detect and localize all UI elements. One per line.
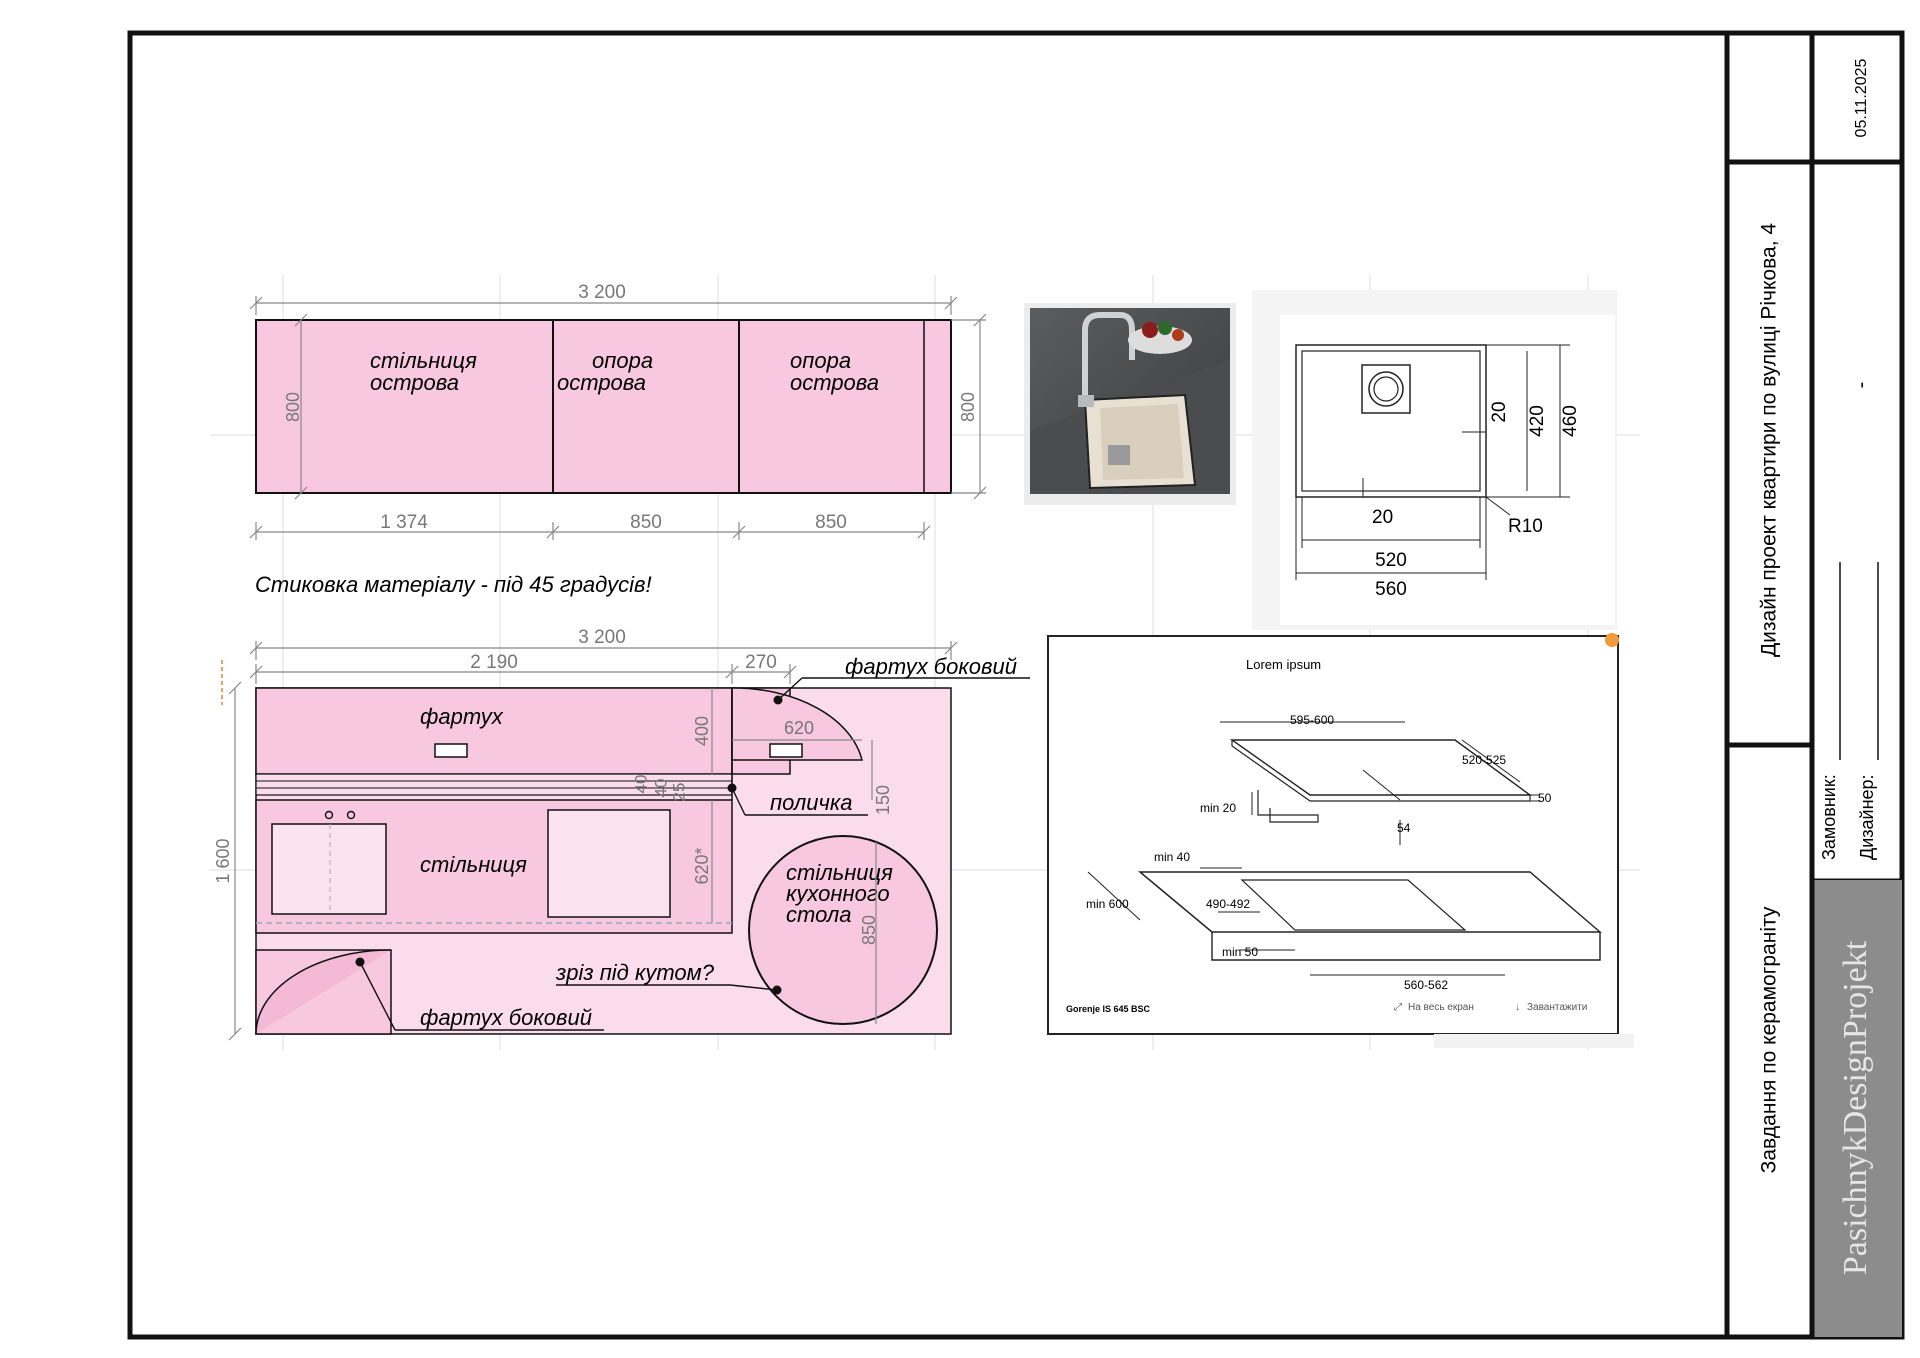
island-seg3-width: 850 <box>815 512 847 533</box>
hob-dim-560: 560-562 <box>1404 978 1448 992</box>
dash-text: - <box>1850 382 1872 389</box>
brand-panel <box>1812 880 1902 1337</box>
sink-cutout <box>271 823 387 915</box>
shelf-dim-2: 40 <box>651 779 670 798</box>
apron-height: 400 <box>692 716 712 746</box>
sink-dim-520: 520 <box>1375 550 1407 571</box>
island-depth-left: 800 <box>283 392 303 422</box>
table-diameter: 850 <box>859 915 879 945</box>
sink-dim-20a: 20 <box>1489 401 1510 422</box>
island-width-dim <box>249 296 958 315</box>
island-seg2-width: 850 <box>630 512 662 533</box>
socket-side <box>769 743 803 758</box>
sink-radius: R10 <box>1508 516 1543 537</box>
table-label1: стільниця <box>786 860 893 885</box>
hob-dim-min20: min 20 <box>1200 801 1236 815</box>
island-slab <box>255 319 952 494</box>
island-plan: стільниця острова опора острова опора ос… <box>249 282 987 540</box>
sheet-frame <box>127 30 1905 1340</box>
sink-photo <box>1024 303 1236 505</box>
sink-dim-420: 420 <box>1527 405 1548 437</box>
wall-plan: фартух стільниця стільниця кухонного сто… <box>213 627 1030 1041</box>
shelf-height: 150 <box>873 785 893 815</box>
socket-apron <box>434 743 468 758</box>
designer-label: Дизайнер: <box>1857 774 1877 860</box>
island-segments-dim <box>249 522 931 540</box>
sink-dim-560: 560 <box>1375 579 1407 600</box>
sink-dim-460: 460 <box>1560 405 1581 437</box>
table-label2: кухонного <box>786 881 890 906</box>
apron-side-label: фартух боковий <box>845 654 1017 679</box>
brand-text: PasichnykDesignProjekt <box>1837 940 1874 1275</box>
island-seg2-label1: опора <box>592 348 653 373</box>
title-block: 05.11.2025 Дизайн проект квартири по вул… <box>1724 33 1902 1337</box>
hob-cutout <box>547 809 671 918</box>
hob-dim-595: 595-600 <box>1290 713 1334 727</box>
sink-dim-20b: 20 <box>1372 507 1393 528</box>
wall-total-width: 3 200 <box>578 627 626 648</box>
hob-header: Lorem ipsum <box>1246 657 1321 672</box>
island-seg1-label2: острова <box>370 370 459 395</box>
apron-side-label-bottom: фартух боковий <box>420 1005 592 1030</box>
wall-width-side: 270 <box>745 652 777 673</box>
hob-dim-min40: min 40 <box>1154 850 1190 864</box>
apron-label: фартух <box>420 704 504 729</box>
hob-download: Завантажити <box>1527 1002 1587 1013</box>
date-text: 05.11.2025 <box>1853 58 1870 137</box>
wall-dims <box>228 641 958 1041</box>
island-total-width: 3 200 <box>578 282 626 303</box>
hob-dim-520: 520-525 <box>1462 753 1506 767</box>
island-depth-right-dim <box>951 313 987 500</box>
island-seg3-label2: острова <box>790 370 879 395</box>
island-seg1-label1: стільниця <box>370 348 477 373</box>
island-seg2-label2: острова <box>557 370 646 395</box>
wall-height: 1 600 <box>213 838 233 883</box>
shelf-label: поличка <box>770 790 853 815</box>
hob-dim-54: 54 <box>1397 821 1411 835</box>
island-seg1-width: 1 374 <box>380 512 428 533</box>
project-title: Дизайн проект квартири по вулиці Річкова… <box>1758 223 1781 657</box>
hob-drawing: Lorem ipsum 595-600 520-525 50 min 20 54 <box>1047 633 1634 1048</box>
apron-side-bottom-arc <box>255 949 392 1035</box>
round-table <box>748 835 938 1025</box>
counter-label: стільниця <box>420 852 527 877</box>
hob-fullscreen-icon: ⤢ <box>1394 1002 1402 1013</box>
hob-fullscreen: На весь екран <box>1408 1002 1474 1013</box>
island-seg3-label1: опора <box>790 348 851 373</box>
hob-dim-min600: min 600 <box>1086 897 1129 911</box>
hob-model: Gorenje IS 645 BSC <box>1066 1004 1151 1014</box>
island-depth-left-dim <box>294 313 308 500</box>
corner-cut-label: зріз під кутом? <box>555 960 715 985</box>
wall-width-main: 2 190 <box>470 652 518 673</box>
hob-dim-min50: min 50 <box>1222 945 1258 959</box>
shelf-dim-3: 25 <box>669 783 688 802</box>
hob-dim-490: 490-492 <box>1206 897 1250 911</box>
counter-height: 620* <box>692 847 712 884</box>
apron-side-top-arc <box>731 687 863 761</box>
joint-note: Стиковка матеріалу - під 45 градусів! <box>255 572 652 597</box>
island-depth-right: 800 <box>958 392 978 422</box>
sink-drawing: 20 420 460 20 520 560 R10 <box>1252 290 1617 630</box>
hob-download-icon: ↓ <box>1515 1002 1520 1013</box>
client-label: Замовник: <box>1819 774 1839 860</box>
table-label3: стола <box>786 902 851 927</box>
side-dim: 620 <box>784 718 814 738</box>
task-title: Завдання по керамограніту <box>1758 906 1781 1173</box>
apron-panel <box>255 687 733 775</box>
shelf-dim-1: 40 <box>631 775 650 794</box>
hob-dim-50a: 50 <box>1538 791 1552 805</box>
